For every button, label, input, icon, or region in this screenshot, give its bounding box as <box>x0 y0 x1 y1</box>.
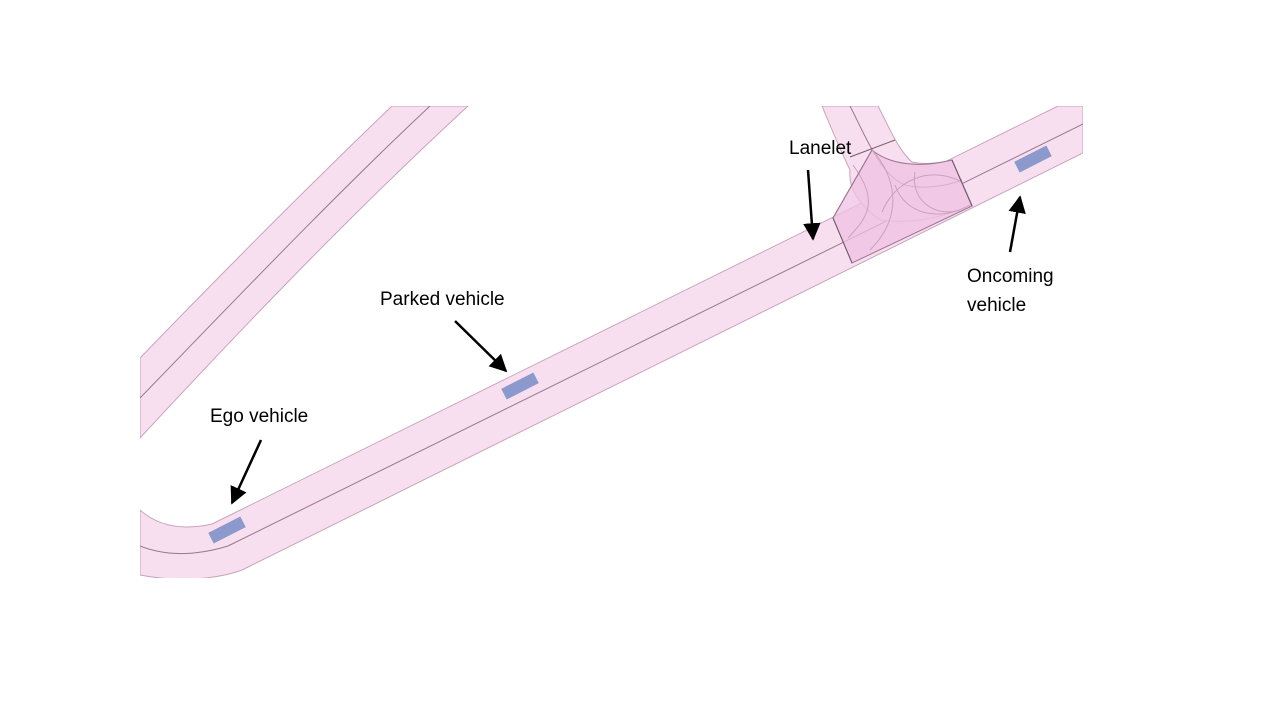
ego-vehicle-arrow <box>230 439 263 505</box>
parked-vehicle-label: Parked vehicle <box>380 289 505 310</box>
lanelet-boundary-1 <box>832 217 853 264</box>
parked-vehicle-arrow <box>454 320 508 373</box>
oncoming-vehicle-label-line2: vehicle <box>967 295 1026 316</box>
lanelet-arrow <box>803 169 821 241</box>
oncoming-vehicle <box>1014 145 1052 173</box>
junction-curve-4 <box>894 184 971 215</box>
main-road-centerline <box>140 123 1083 554</box>
oncoming-vehicle-arrow <box>1008 195 1026 253</box>
upper-left-road <box>140 106 469 439</box>
parked-vehicle <box>501 372 539 400</box>
upper-left-road-centerline <box>140 106 431 399</box>
junction-curve-3 <box>881 174 963 213</box>
road-network <box>140 106 1083 578</box>
junction-curve-5 <box>913 171 961 213</box>
lanelet-boundary-4 <box>832 149 873 219</box>
oncoming-vehicle-label-line1: Oncoming <box>967 266 1054 287</box>
ego-vehicle <box>208 516 246 544</box>
junction-curve-1 <box>869 149 894 251</box>
ego-vehicle-label: Ego vehicle <box>210 406 308 427</box>
junction-curve-2 <box>847 164 869 239</box>
lanelet-boundary-3 <box>849 139 896 158</box>
lanelet-label: Lanelet <box>789 138 852 159</box>
lanelet-boundary-2 <box>951 159 973 207</box>
